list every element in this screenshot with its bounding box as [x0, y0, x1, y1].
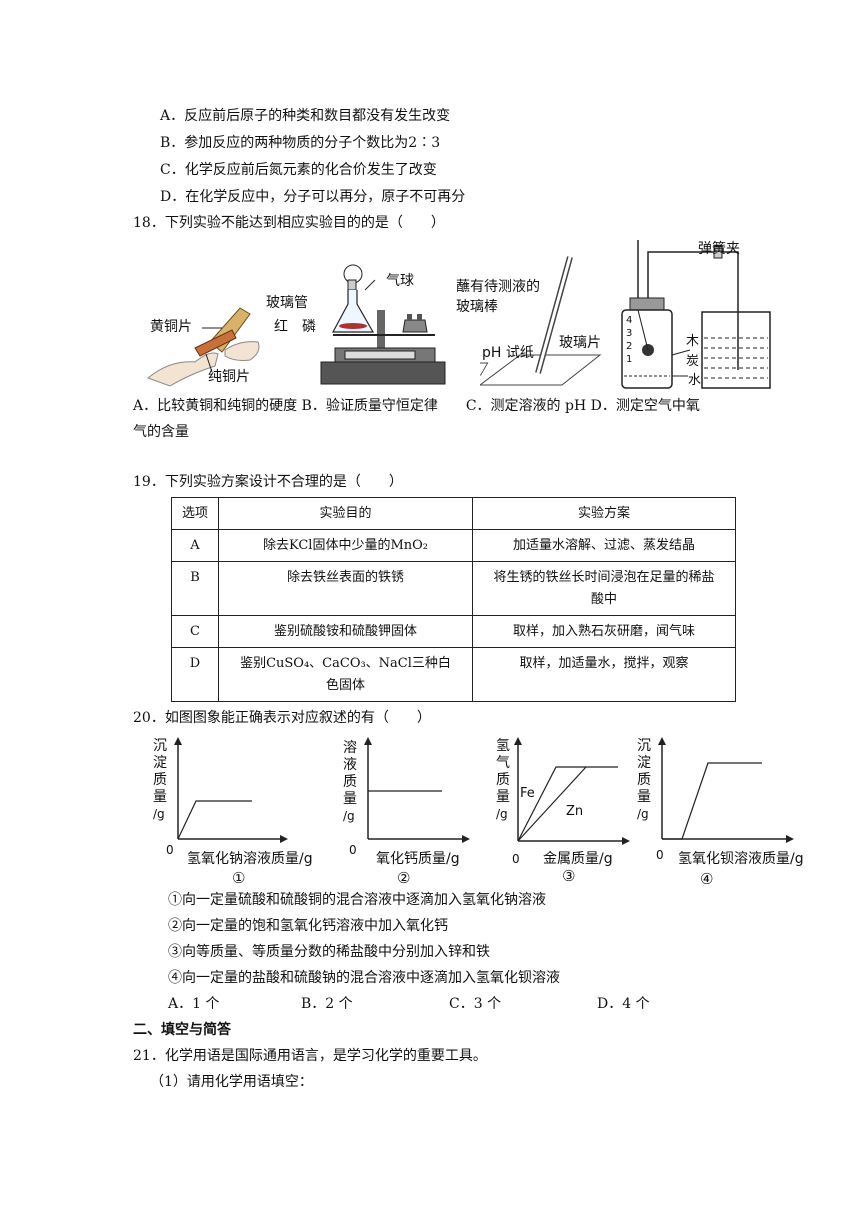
- q18-stem: 18．下列实验不能达到相应实验目的的是（ ）: [133, 215, 445, 231]
- graph3-plot: [514, 737, 630, 845]
- q19-plan: 将生锈的铁丝长时间浸泡在足量的稀盐酸中: [472, 561, 736, 616]
- graph3-origin: 0: [512, 852, 520, 866]
- q20-statement-3: ③向等质量、等质量分数的稀盐酸中分别加入锌和铁: [168, 944, 490, 960]
- q19-plan: 加适量水溶解、过滤、蒸发结晶: [472, 529, 736, 562]
- q19-purpose: 除去铁丝表面的铁锈: [218, 561, 473, 616]
- graph3-ylabel: 氢气质量/g: [496, 738, 510, 821]
- graph3-xlabel: 金属质量/g: [543, 851, 613, 867]
- graph4-xlabel: 氢氧化钡溶液质量/g: [678, 851, 804, 867]
- graph3-curve-fe: [517, 766, 618, 842]
- figC-label-rod-2: 玻璃棒: [456, 299, 498, 315]
- graph3-curve-zn: [517, 766, 587, 842]
- figure-balance-flask: [320, 264, 446, 385]
- table-row: C 鉴别硫酸铵和硫酸钾固体 取样，加入熟石灰研磨，闻气味: [171, 615, 736, 648]
- figD-mark-2: 2: [626, 341, 633, 352]
- q19-header-plan: 实验方案: [472, 497, 736, 530]
- q20-statement-1: ①向一定量硫酸和硫酸铜的混合溶液中逐滴加入氢氧化钠溶液: [168, 892, 546, 908]
- figure-ph-test: [480, 256, 602, 386]
- q21-stem: 21．化学用语是国际通用语言，是学习化学的重要工具。: [133, 1048, 487, 1064]
- q19-plan: 取样，加入熟石灰研磨，闻气味: [472, 615, 736, 648]
- graph1-ylabel: 沉淀质量/g: [153, 738, 167, 821]
- graph4-curve: [662, 762, 762, 840]
- q19-header-purpose: 实验目的: [218, 497, 473, 530]
- q18-options-line1: A．比较黄铜和纯铜的硬度 B．验证质量守恒定律 C．测定溶液的 pH D．测定空…: [133, 398, 700, 414]
- q17-option-b: B．参加反应的两种物质的分子个数比为2∶3: [160, 135, 441, 151]
- figD-mark-1: 1: [626, 354, 633, 365]
- q19-purpose: 鉴别硫酸铵和硫酸钾固体: [218, 615, 473, 648]
- q20-option-c: C．3 个: [449, 996, 502, 1012]
- q20-stem: 20．如图图象能正确表示对应叙述的有（ ）: [133, 710, 431, 726]
- q20-option-a: A．1 个: [168, 996, 220, 1012]
- q20-statement-2: ②向一定量的饱和氢氧化钙溶液中加入氧化钙: [168, 918, 448, 934]
- figD-label-charcoal-1: 木: [686, 334, 700, 349]
- q19-plan: 取样，加适量水，搅拌，观察: [472, 647, 736, 702]
- q19-purpose: 鉴别CuSO₄、CaCO₃、NaCl三种白色固体: [218, 647, 473, 702]
- q19-opt: C: [171, 615, 219, 648]
- q19-purpose: 除去KCl固体中少量的MnO₂: [218, 529, 473, 562]
- figB-label-tube: 玻璃管: [266, 295, 308, 311]
- q19-opt: B: [171, 561, 219, 616]
- table-row: B 除去铁丝表面的铁锈 将生锈的铁丝长时间浸泡在足量的稀盐酸中: [171, 561, 736, 616]
- figD-mark-4: 4: [626, 315, 633, 326]
- q19-stem: 19．下列实验方案设计不合理的是（ ）: [133, 474, 403, 490]
- graph4-ylabel: 沉淀质量/g: [637, 738, 651, 821]
- graph4-plot: [658, 737, 794, 843]
- graph3-series-zn: Zn: [566, 804, 584, 819]
- graph3-number: ③: [562, 867, 576, 885]
- graph1-plot: [174, 737, 288, 843]
- figB-label-balloon: 气球: [386, 273, 414, 289]
- figA-label-copper: 纯铜片: [208, 369, 250, 385]
- q19-table: 选项 实验目的 实验方案 A 除去KCl固体中少量的MnO₂ 加适量水溶解、过滤…: [171, 497, 736, 702]
- figD-label-clamp: 弹簧夹: [698, 241, 740, 257]
- table-row: D 鉴别CuSO₄、CaCO₃、NaCl三种白色固体 取样，加适量水，搅拌，观察: [171, 647, 736, 702]
- graph4-origin: 0: [656, 848, 664, 862]
- figC-label-paper: pH 试纸: [482, 345, 534, 361]
- q19-opt: A: [171, 529, 219, 562]
- q20-statement-4: ④向一定量的盐酸和硫酸钠的混合溶液中逐滴加入氢氧化钡溶液: [168, 970, 560, 986]
- graph1-curve: [177, 800, 252, 840]
- figure-oxygen-apparatus: [621, 240, 771, 389]
- q17-option-d: D．在化学反应中，分子可以再分，原子不可再分: [160, 189, 466, 205]
- figC-label-plate: 玻璃片: [559, 335, 601, 351]
- figC-label-rod-1: 蘸有待测液的: [456, 279, 540, 295]
- q18-options-line2: 气的含量: [133, 424, 189, 440]
- q21-sub1: （1）请用化学用语填空：: [150, 1074, 313, 1090]
- graph1-number: ①: [232, 869, 246, 887]
- graph2-xlabel: 氧化钙质量/g: [376, 851, 460, 867]
- q20-option-d: D．4 个: [597, 996, 650, 1012]
- figB-label-phosphorus: 红 磷: [274, 319, 316, 335]
- graph2-number: ②: [397, 869, 411, 887]
- graph1-origin: 0: [166, 843, 174, 857]
- graph2-origin: 0: [349, 843, 357, 857]
- graph4-number: ④: [700, 870, 714, 888]
- q19-header-option: 选项: [171, 497, 219, 530]
- graph3-series-fe: Fe: [520, 786, 535, 801]
- figD-label-charcoal-2: 炭: [686, 354, 700, 369]
- figD-mark-3: 3: [626, 328, 633, 339]
- q17-option-a: A．反应前后原子的种类和数目都没有发生改变: [160, 108, 451, 124]
- section-title: 二、填空与简答: [133, 1022, 231, 1038]
- q19-opt: D: [171, 647, 219, 702]
- graph2-plot: [364, 737, 470, 843]
- graph2-ylabel: 溶液质量/g: [343, 740, 357, 823]
- figD-label-water: 水: [688, 373, 702, 388]
- q20-option-b: B．2 个: [301, 996, 353, 1012]
- table-row: A 除去KCl固体中少量的MnO₂ 加适量水溶解、过滤、蒸发结晶: [171, 529, 736, 562]
- figA-label-brass: 黄铜片: [150, 319, 192, 335]
- figure-brass-copper: [147, 307, 260, 387]
- graph1-xlabel: 氢氧化钠溶液质量/g: [187, 851, 313, 867]
- q17-option-c: C．化学反应前后氮元素的化合价发生了改变: [160, 162, 437, 178]
